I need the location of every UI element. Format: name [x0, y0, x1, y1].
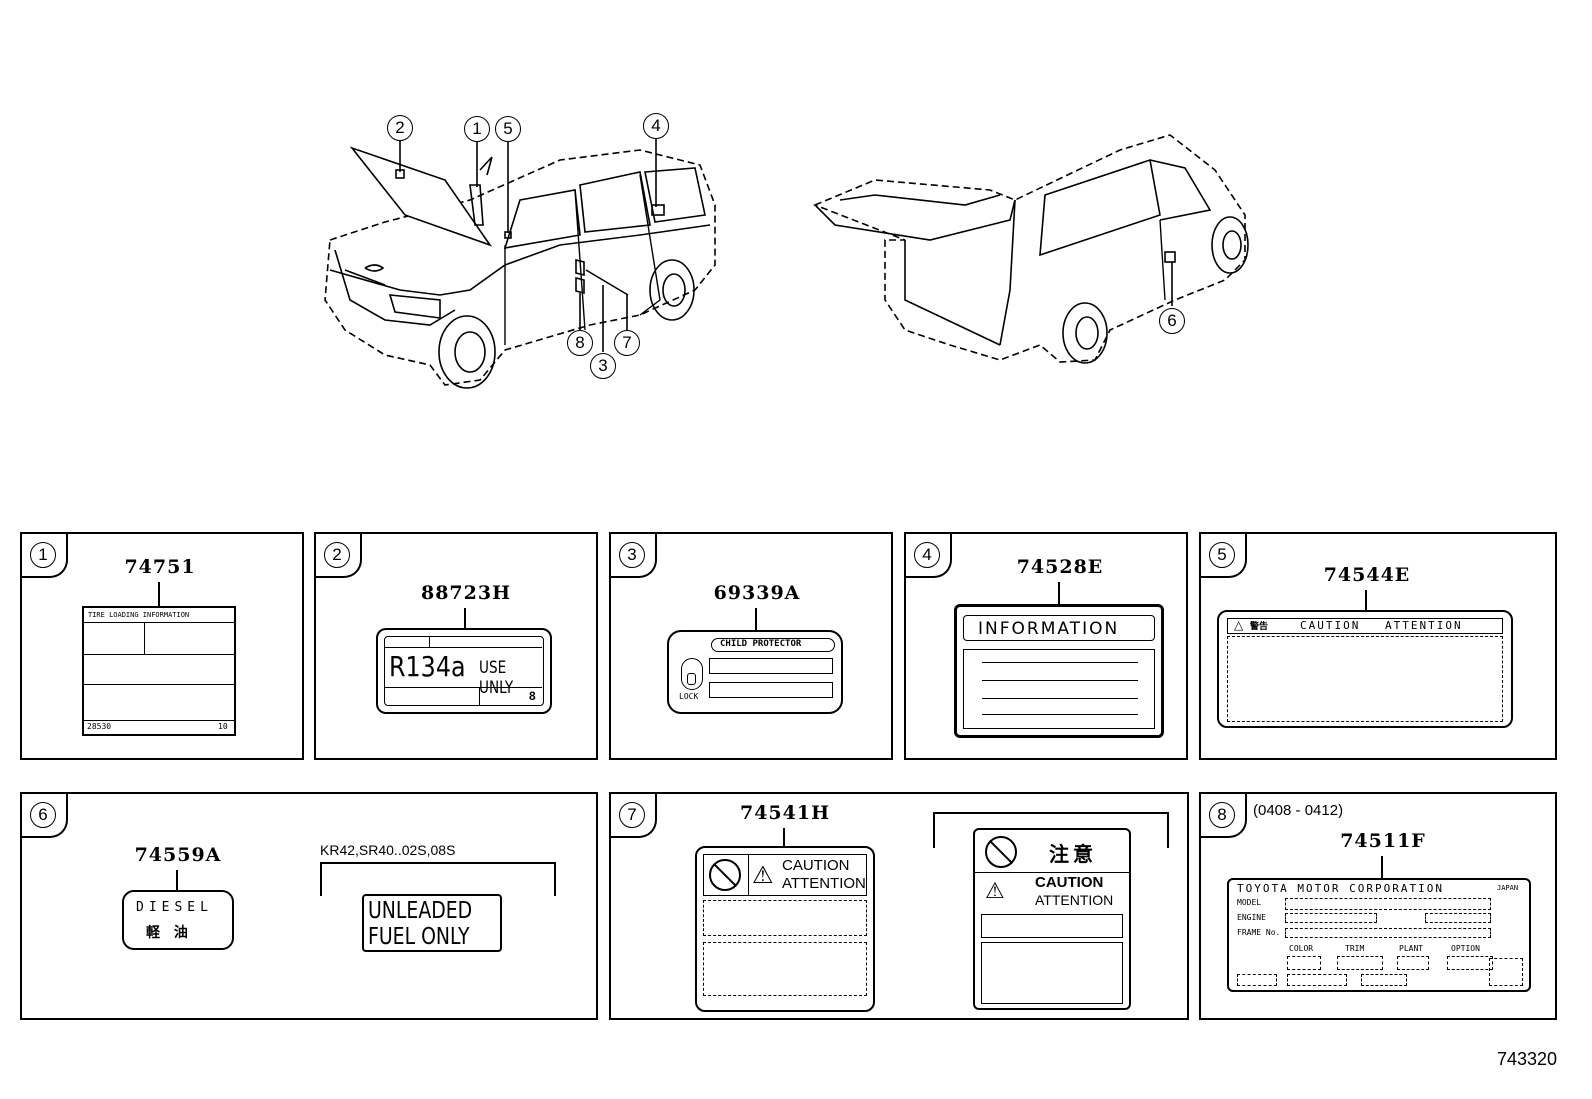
panel-number: 2	[324, 542, 350, 568]
part-number: 74528E	[1016, 556, 1104, 578]
callout-8: 8	[567, 330, 593, 356]
panel-7: 7 74541H ⚠ CAUTION ATTENTION 注意 ⚠ CAUTIO…	[609, 792, 1189, 1020]
panel-tab: 2	[316, 534, 362, 578]
panel-2: 2 88723H R134a USE UNLY 8	[314, 532, 598, 760]
label-num: 8	[529, 689, 536, 703]
caution-text: CAUTION	[1035, 874, 1104, 891]
panel-number: 3	[619, 542, 645, 568]
part-number: 74751	[124, 556, 196, 578]
panel-1: 1 74751 TIRE LOADING INFORMATION 28530 1…	[20, 532, 304, 760]
front-van-drawing	[324, 146, 716, 389]
child-protector-label: CHILD PROTECTOR LOCK	[667, 630, 843, 714]
unleaded-fuel-label: UNLEADED FUEL ONLY	[362, 894, 502, 952]
part-number: 74541H	[739, 802, 831, 824]
panel-tab: 7	[611, 794, 657, 838]
panel-number: 8	[1209, 802, 1235, 828]
panel-tab: 1	[22, 534, 68, 578]
maker-text: TOYOTA MOTOR CORPORATION	[1237, 882, 1444, 895]
caution-label-left: ⚠ CAUTION ATTENTION	[695, 846, 875, 1012]
callout-4: 4	[643, 113, 669, 139]
panel-tab: 8	[1201, 794, 1247, 838]
col-trim: TRIM	[1345, 944, 1365, 953]
label-jp: 警告	[1250, 621, 1269, 631]
jp-caution-text: 注意	[1049, 844, 1097, 866]
part-number: 88723H	[420, 582, 512, 604]
panel-number: 7	[619, 802, 645, 828]
caution-attention-label: △ 警告 CAUTION ATTENTION	[1217, 610, 1513, 728]
panel-5: 5 74544E △ 警告 CAUTION ATTENTION	[1199, 532, 1557, 760]
label-title: TIRE LOADING INFORMATION	[88, 611, 190, 619]
unleaded-text: UNLEADED	[368, 898, 473, 924]
callout-5: 5	[495, 116, 521, 142]
panel-number: 1	[30, 542, 56, 568]
callout-2: 2	[387, 115, 413, 141]
col-plant: PLANT	[1399, 944, 1424, 953]
lock-text: LOCK	[679, 692, 699, 701]
panel-tab: 6	[22, 794, 68, 838]
variant-text: KR42,SR40..02S,08S	[320, 842, 456, 858]
warning-triangle-icon: △	[1234, 618, 1244, 632]
panel-4: 4 74528E INFORMATION	[904, 532, 1188, 760]
label-title: CAUTION ATTENTION	[1300, 619, 1463, 632]
tire-loading-label: TIRE LOADING INFORMATION 28530 10	[82, 606, 236, 736]
panel-number: 6	[30, 802, 56, 828]
part-number: 69339A	[713, 582, 801, 604]
label-footer-num: 10	[218, 722, 228, 731]
diesel-label: DIESEL 軽 油	[122, 890, 234, 950]
row-model: MODEL	[1237, 898, 1262, 907]
label-use-only: USE UNLY	[479, 658, 514, 698]
country-text: JAPAN	[1497, 884, 1519, 892]
panel-3: 3 69339A CHILD PROTECTOR LOCK	[609, 532, 893, 760]
panel-tab: 4	[906, 534, 952, 578]
callout-1: 1	[464, 116, 490, 142]
callout-6: 6	[1159, 308, 1185, 334]
vehicle-id-plate: TOYOTA MOTOR CORPORATION JAPAN MODEL ENG…	[1227, 878, 1531, 992]
part-number: 74511F	[1340, 830, 1426, 852]
attention-text: ATTENTION	[782, 875, 866, 892]
panel-tab: 5	[1201, 534, 1247, 578]
row-engine: ENGINE	[1237, 913, 1266, 922]
warning-triangle-icon: ⚠	[985, 878, 1005, 903]
panel-tab: 3	[611, 534, 657, 578]
row-frame: FRAME No.	[1237, 928, 1281, 937]
col-color: COLOR	[1289, 944, 1314, 953]
rear-van-drawing	[812, 134, 1249, 364]
label-title: INFORMATION	[978, 619, 1120, 639]
attention-text: ATTENTION	[1035, 892, 1114, 908]
warning-triangle-icon: ⚠	[752, 862, 774, 889]
figure-id: 743320	[1497, 1049, 1558, 1069]
label-r134a: R134a	[389, 650, 466, 683]
caution-label-right: 注意 ⚠ CAUTION ATTENTION	[973, 828, 1131, 1010]
panel-8: 8 (0408 - 0412) 74511F TOYOTA MOTOR CORP…	[1199, 792, 1557, 1020]
col-option: OPTION	[1451, 944, 1480, 953]
no-smoking-icon	[709, 859, 741, 891]
panel-number: 4	[914, 542, 940, 568]
part-number: 74544E	[1323, 564, 1411, 586]
r134a-label: R134a USE UNLY 8	[376, 628, 552, 714]
panel-6: 6 74559A DIESEL 軽 油 KR42,SR40..02S,08S U…	[20, 792, 598, 1020]
panel-number: 5	[1209, 542, 1235, 568]
diesel-jp-text: 軽 油	[146, 924, 188, 940]
date-range: (0408 - 0412)	[1253, 802, 1344, 819]
information-label: INFORMATION	[954, 604, 1164, 738]
caution-text: CAUTION	[782, 857, 850, 874]
fuel-only-text: FUEL ONLY	[368, 924, 470, 950]
callout-7: 7	[614, 330, 640, 356]
part-number: 74559A	[134, 844, 222, 866]
callout-3: 3	[590, 353, 616, 379]
diesel-text: DIESEL	[136, 900, 213, 915]
label-title: CHILD PROTECTOR	[720, 639, 802, 649]
hand-prohibited-icon	[985, 836, 1017, 868]
label-footer-code: 28530	[87, 722, 112, 731]
